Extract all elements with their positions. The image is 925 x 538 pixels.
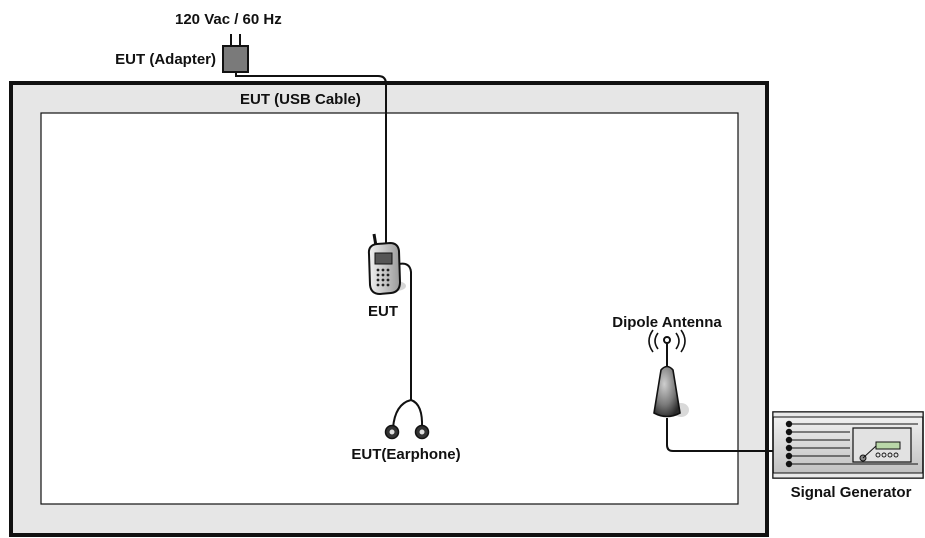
usb-cable-label: EUT (USB Cable) <box>240 91 361 108</box>
usb-cable <box>235 72 387 252</box>
antenna-label: Dipole Antenna <box>612 314 722 331</box>
chamber-inner-area <box>40 112 739 505</box>
power-adapter-icon <box>222 34 249 73</box>
rf-cable <box>666 418 792 452</box>
earphone-label: EUT(Earphone) <box>351 446 460 463</box>
earphone-split <box>392 399 424 429</box>
signal-generator-icon <box>772 411 924 479</box>
mobile-phone-icon <box>367 233 406 296</box>
earphone-icon <box>384 424 430 440</box>
earphone-cable <box>398 262 412 400</box>
dipole-antenna-icon <box>648 329 689 418</box>
eut-label: EUT <box>368 303 398 320</box>
power-label: 120 Vac / 60 Hz <box>175 11 282 28</box>
signal-generator-label: Signal Generator <box>791 484 912 501</box>
adapter-label: EUT (Adapter) <box>115 51 216 68</box>
